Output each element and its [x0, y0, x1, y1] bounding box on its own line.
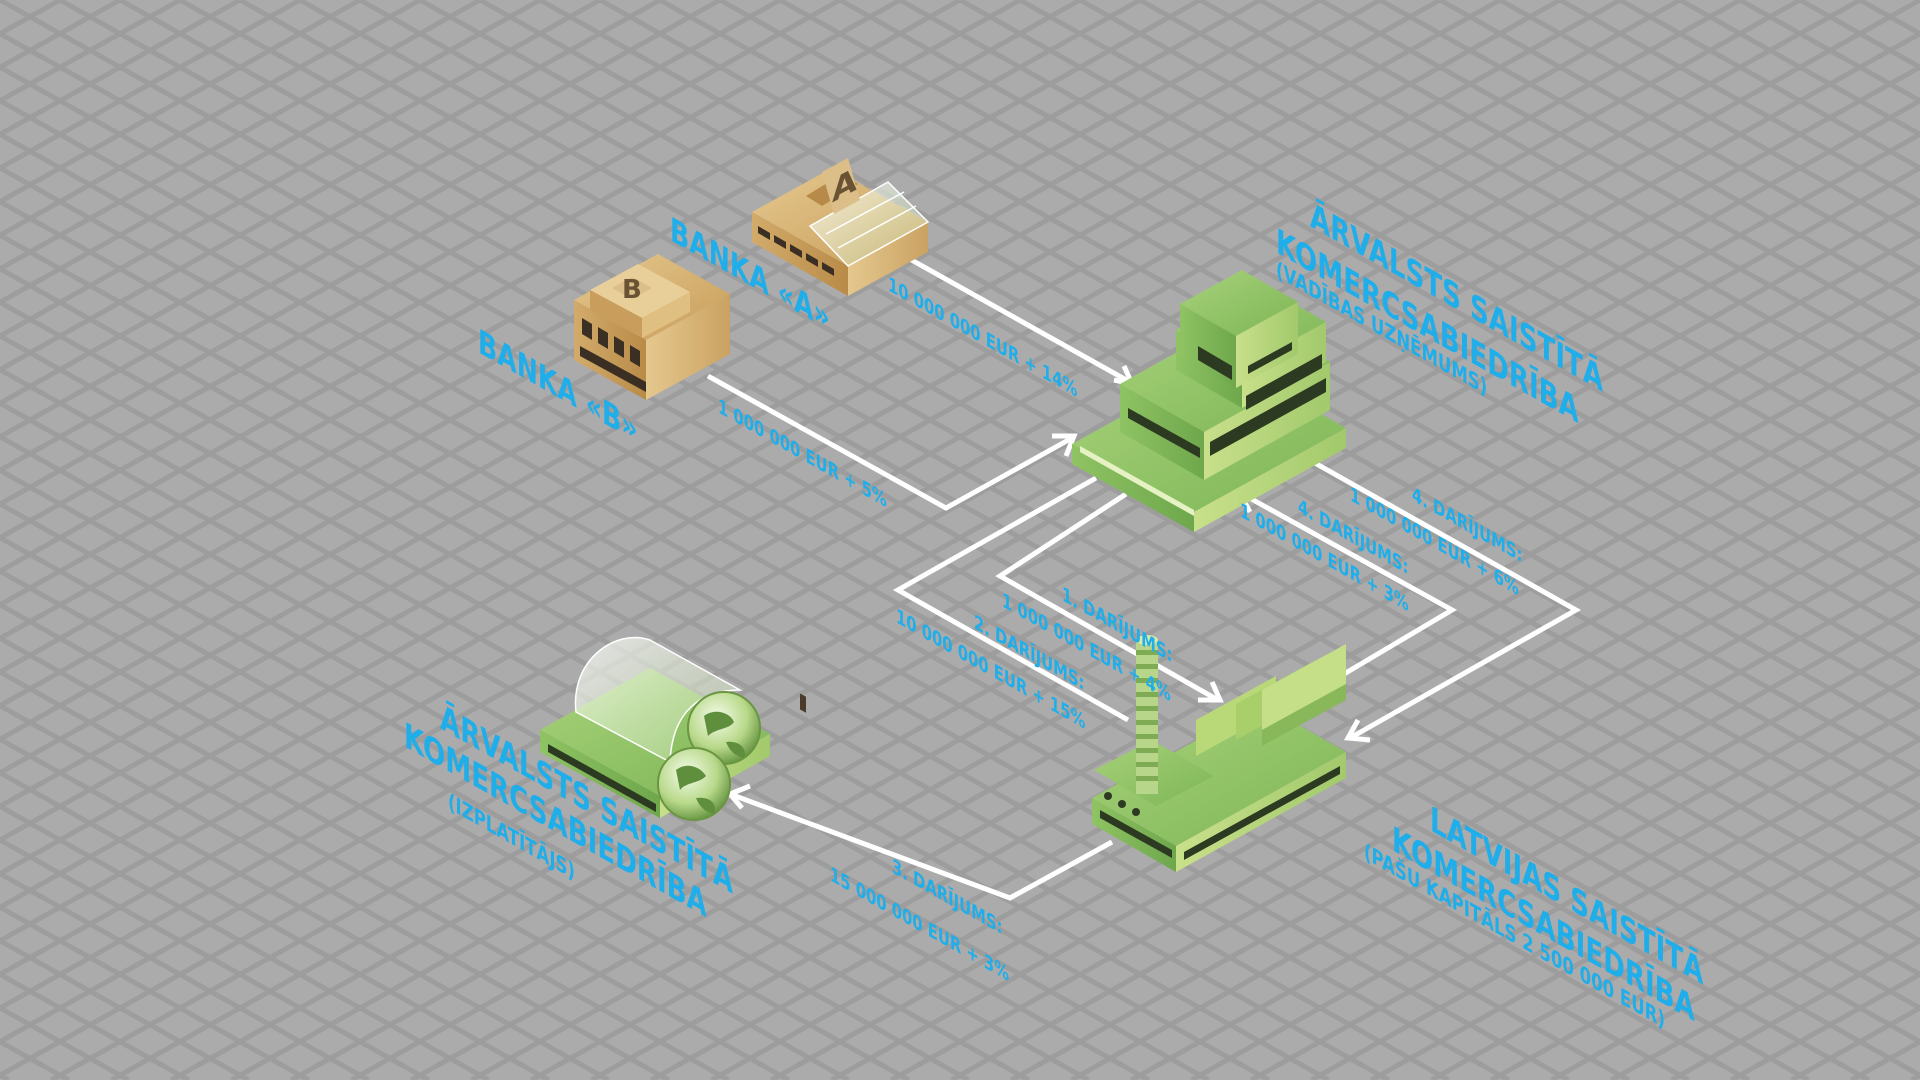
- arrow-deal-3: [725, 783, 1114, 901]
- arrow-deal-4a: [1304, 455, 1582, 743]
- bank-a-building: A: [752, 158, 930, 713]
- payer-windows: [548, 744, 656, 812]
- payer-building: [540, 636, 770, 821]
- bank-b-windows: [580, 318, 646, 392]
- management-windows: [1128, 342, 1326, 458]
- latvian-factory-windows: [1100, 766, 1340, 860]
- bank-a-windows: [758, 226, 834, 276]
- latvian-factory-building: [1092, 635, 1346, 872]
- bank-b-building: B: [574, 254, 730, 400]
- factory-chimney: [1136, 640, 1158, 794]
- flow-arrows: [706, 255, 1582, 901]
- bank-b-sign: B: [622, 275, 642, 305]
- management-building: [1072, 270, 1346, 532]
- globe-icon-2: [657, 747, 731, 821]
- arrow-bank-b-loan: [706, 373, 1078, 511]
- arrow-deal-2: [892, 475, 1130, 723]
